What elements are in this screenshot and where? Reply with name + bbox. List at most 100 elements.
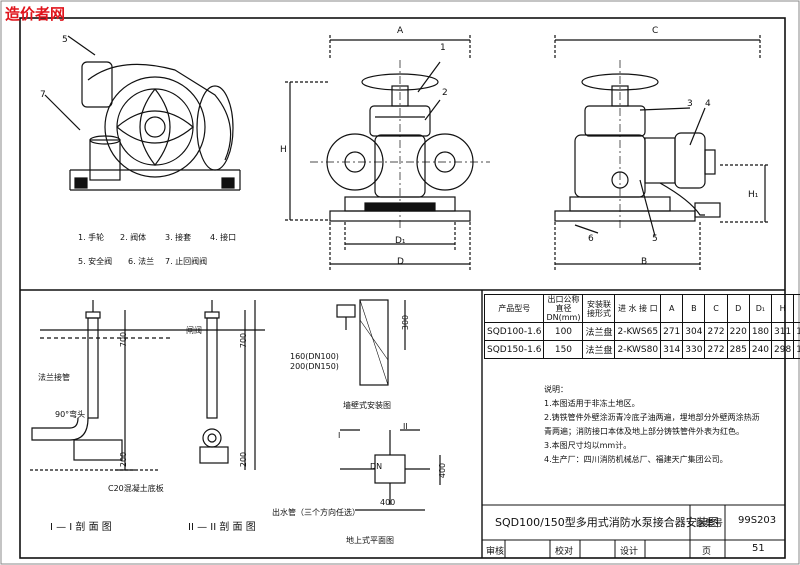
base-plate-label: C20混凝土底板 [108,484,164,493]
wall-dn150-label: 200(DN150) [290,362,339,371]
dim-h: H [280,145,287,155]
wall-dim-300: 300 [401,314,411,331]
callout-2: 2 [442,88,448,98]
outlet-pipe-label: 出水管（三个方向任选） [272,508,360,517]
perspective-sketch [44,35,241,191]
th-d1: D₁ [748,294,773,323]
wall-dn100-label: 160(DN100) [290,352,339,361]
table-cell: 271 [660,322,684,341]
note-item: 1.本图适用于非冻土地区。 [544,399,640,408]
callout-6: 6 [588,234,594,244]
th-conn: 安装联接形式 [582,294,616,323]
sec2-dim-200: 200 [239,451,249,468]
th-inlet: 进 水 接 口 [614,294,662,323]
callout-3: 3 [687,99,693,109]
page-label: 页 [702,547,712,557]
part-2: 2. 阀体 [120,233,147,242]
table-cell: SQD150-1.6 [483,340,545,359]
th-c: C [704,294,728,323]
section-2-title: II — II 剖 面 图 [188,522,256,533]
part-3: 3. 接套 [165,233,192,242]
table-header-row: 产品型号 出口公称直径DN(mm) 安装联接形式 进 水 接 口 A B C D… [483,294,800,323]
dim-d1: D₁ [395,236,406,246]
th-model: 产品型号 [483,294,545,323]
section-2-2 [170,300,265,470]
table-cell: 法兰盘 [582,340,616,359]
plan-view [340,429,441,511]
table-cell: 2-KWS65 [614,322,662,341]
plan-marker-I-left: I [338,431,341,440]
atlas-label: 图集号 [696,519,724,529]
notes-title: 说明： [544,385,568,394]
table-cell: SQD100-1.6 [483,322,545,341]
sec1-dim-700: 700 [119,331,129,348]
th-d: D [726,294,750,323]
review-label: 审核 [486,547,505,557]
wall-mount-view [336,299,406,386]
plan-dim-400-h: 400 [380,498,396,507]
side-view [554,35,770,270]
th-dn: 出口公称直径DN(mm) [543,294,584,323]
atlas-number: 99S203 [738,515,777,526]
drawing-title: SQD100/150型多用式消防水泵接合器安装图 [495,516,719,529]
table-cell: 2-KWS80 [614,340,662,359]
dim-a: A [397,26,404,36]
sec1-dim-200: 200 [119,451,129,468]
table-cell: 272 [704,322,728,341]
dim-h1: H₁ [748,190,759,200]
table-cell: 311 [771,322,795,341]
table-cell: 220 [726,322,750,341]
table-cell: 法兰盘 [582,322,616,341]
section-1-title: I — I 剖 面 图 [50,522,112,533]
design-label: 设计 [620,547,639,557]
table-cell: 330 [682,340,706,359]
plan-view-title: 地上式平面图 [346,536,394,545]
gate-valve-label: 闸阀 [186,326,202,335]
watermark-logo: 造价者网 [5,5,66,23]
th-h: H [771,294,795,323]
flange-pipe-label: 法兰接管 [38,373,70,382]
dim-b: B [641,257,648,267]
callout-4: 4 [705,99,711,109]
table-cell: 314 [660,340,684,359]
table-row: SQD100-1.6 100 法兰盘 2-KWS65 271 304 272 2… [483,322,800,341]
notes-block: 说明： 1.本图适用于非冻土地区。 2.铸铁管件外壁涂沥青冷底子油两遍，埋地部分… [544,383,760,467]
th-h1: H₁ [793,294,800,323]
table-cell: 285 [726,340,750,359]
spec-table: 产品型号 出口公称直径DN(mm) 安装联接形式 进 水 接 口 A B C D… [483,294,800,359]
callout-1: 1 [440,43,446,53]
th-b: B [682,294,706,323]
dim-c: C [652,26,659,36]
th-a: A [660,294,684,323]
note-item: 2.铸铁管件外壁涂沥青冷底子油两遍，埋地部分外壁两涂热沥 [544,413,760,422]
elbow-label: 90°弯头 [55,410,86,419]
table-cell: 120 [793,340,800,359]
dim-d: D [397,257,404,267]
note-item: 3.本图尺寸均以mm计。 [544,441,632,450]
table-cell: 304 [682,322,706,341]
table-cell: 180 [748,322,773,341]
note-item: 4.生产厂：四川消防机械总厂、福建天广集团公司。 [544,455,728,464]
note-item: 青两遍；消防接口本体及地上部分铸铁管件外表为红色。 [544,427,744,436]
part-4: 4. 接口 [210,233,237,242]
table-cell: 272 [704,340,728,359]
section-1-1 [30,300,170,471]
part-1: 1. 手轮 [78,233,105,242]
callout-5a: 5 [62,35,68,45]
plan-dim-400-v: 400 [438,462,448,479]
part-6: 6. 法兰 [128,257,155,266]
sec2-dim-700: 700 [239,332,249,349]
page-number: 51 [752,543,765,554]
part-7: 7. 止回阀阀 [165,257,208,266]
table-row: SQD150-1.6 150 法兰盘 2-KWS80 314 330 272 2… [483,340,800,359]
plan-marker-II-top: II [403,422,408,431]
title-block-grid [482,504,785,558]
callout-5b: 5 [652,234,658,244]
callout-7: 7 [40,90,46,100]
table-cell: 150 [543,340,584,359]
wall-view-title: 墙壁式安装图 [343,401,391,410]
part-5: 5. 安全阀 [78,257,113,266]
table-cell: 134 [793,322,800,341]
check-label: 校对 [555,547,574,557]
